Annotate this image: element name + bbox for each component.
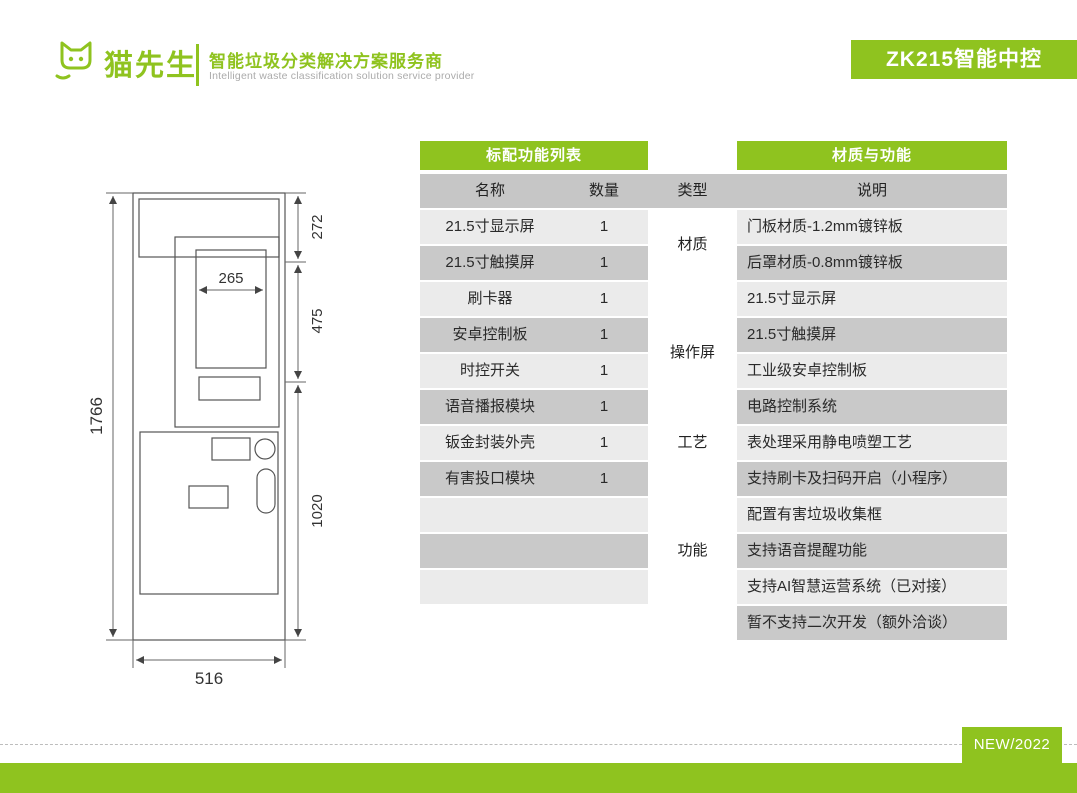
spec-row: 语音播报模块 1 (420, 390, 648, 424)
desc-row: 支持刷卡及扫码开启（小程序） (737, 462, 1007, 496)
spec-row: 时控开关 1 (420, 354, 648, 388)
spec-row-name: 语音播报模块 (444, 398, 535, 415)
spec-row-name: 21.5寸触摸屏 (445, 254, 535, 271)
footer-dashed-line (0, 744, 1077, 745)
dim-total-height: 1766 (88, 397, 106, 435)
spec-row: 21.5寸显示屏 1 (420, 210, 648, 244)
dim-screen-section: 475 (309, 308, 326, 333)
spec-row-qty: 1 (599, 218, 609, 235)
spec-row-qty: 1 (599, 290, 609, 307)
tagline-zh: 智能垃圾分类解决方案服务商 (209, 52, 443, 71)
spec-row: 有害投口模块 1 (420, 462, 648, 496)
spec-row-qty: 1 (599, 362, 609, 379)
type-label: 功能 (677, 542, 708, 559)
footer-green-bar (0, 763, 1077, 793)
brand-name: 猫先生 (104, 50, 198, 82)
dim-screen-width: 265 (218, 270, 243, 287)
model-badge: ZK215智能中控 (851, 40, 1077, 79)
spec-row: 21.5寸触摸屏 1 (420, 246, 648, 280)
table-column-headers: 名称 数量 类型 说明 (420, 174, 1007, 208)
spec-row-qty: 1 (599, 398, 609, 415)
desc-row: 21.5寸显示屏 (737, 282, 1007, 316)
spec-row-qty: 1 (599, 470, 609, 487)
table-header-right: 材质与功能 (737, 141, 1007, 170)
spec-row-name: 钣金封装外壳 (444, 434, 535, 451)
desc-row: 支持AI智慧运营系统（已对接） (737, 570, 1007, 604)
desc-row: 表处理采用静电喷塑工艺 (737, 426, 1007, 460)
desc-row: 配置有害垃圾收集框 (737, 498, 1007, 532)
spec-row (420, 534, 648, 568)
spec-row-name: 安卓控制板 (452, 326, 528, 343)
column-header-qty: 数量 (588, 182, 619, 199)
type-label: 材质 (677, 236, 708, 253)
spec-row-qty: 1 (599, 326, 609, 343)
desc-row: 工业级安卓控制板 (737, 354, 1007, 388)
cabinet-outline (132, 192, 286, 641)
new-year-badge: NEW/2022 (962, 727, 1062, 763)
column-header-type: 类型 (677, 182, 708, 199)
kiosk-diagram: 265 1766 272 475 1020 516 (88, 192, 326, 688)
spec-row-name: 有害投口模块 (444, 470, 535, 487)
table-header-left: 标配功能列表 (420, 141, 648, 170)
tagline-en: Intelligent waste classification solutio… (209, 70, 475, 82)
dimension-lines (106, 192, 306, 668)
dim-bottom-width: 516 (195, 669, 223, 688)
dim-lower-section: 1020 (309, 494, 326, 527)
column-header-desc: 说明 (856, 182, 887, 199)
desc-row: 后罩材质-0.8mm镀锌板 (737, 246, 1007, 280)
desc-row: 支持语音提醒功能 (737, 534, 1007, 568)
cat-logo-icon (52, 34, 100, 91)
column-header-name: 名称 (474, 182, 505, 199)
header-divider (196, 44, 199, 86)
desc-row: 21.5寸触摸屏 (737, 318, 1007, 352)
desc-row: 门板材质-1.2mm镀锌板 (737, 210, 1007, 244)
spec-row-name: 刷卡器 (467, 290, 513, 307)
spec-row (420, 498, 648, 532)
spec-row: 钣金封装外壳 1 (420, 426, 648, 460)
spec-table: 标配功能列表 材质与功能 名称 数量 类型 说明 21.5寸显示屏 1 21.5… (420, 141, 1007, 640)
spec-row-name: 21.5寸显示屏 (445, 218, 535, 235)
spec-row-qty: 1 (599, 434, 609, 451)
spec-row (420, 570, 648, 604)
spec-row-name: 时控开关 (459, 362, 520, 379)
type-label: 工艺 (677, 434, 708, 451)
desc-row: 暂不支持二次开发（额外洽谈） (737, 606, 1007, 640)
spec-row: 安卓控制板 1 (420, 318, 648, 352)
spec-row-qty: 1 (599, 254, 609, 271)
type-label: 操作屏 (669, 344, 715, 361)
dim-top-section: 272 (309, 214, 326, 239)
desc-row: 电路控制系统 (737, 390, 1007, 424)
spec-row: 刷卡器 1 (420, 282, 648, 316)
